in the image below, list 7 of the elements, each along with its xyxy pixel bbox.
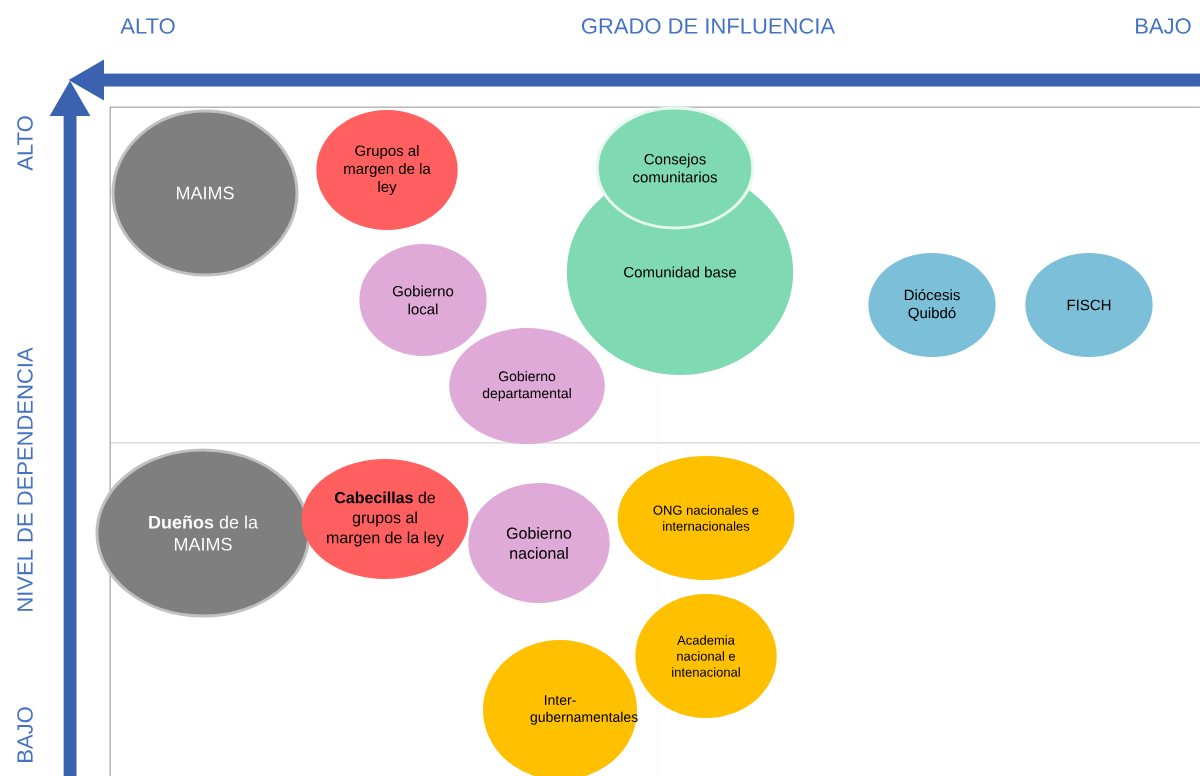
axis-label: ALTO (17, 116, 33, 171)
axis-label: BAJO (1136, 18, 1191, 34)
axis-label: ALTO (120, 18, 175, 34)
axis-label: BAJO (17, 707, 33, 762)
axis-label: NIVEL DE DEPENDENCIA (17, 347, 33, 611)
node-label: Comunidad base (624, 266, 736, 278)
axis-label: GRADO DE INFLUENCIA (582, 18, 836, 34)
